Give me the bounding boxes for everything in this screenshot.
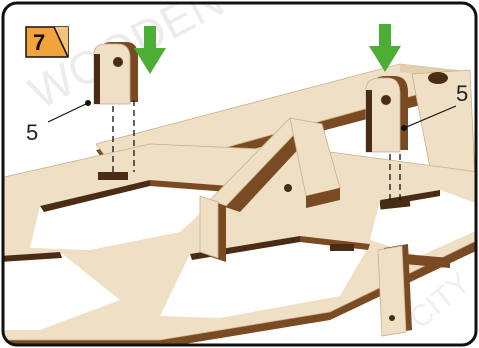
step-badge: 7 [26,27,68,57]
plate-hole [428,72,448,84]
callout-label-right: 5 [456,81,468,106]
callout-label-left: 5 [26,120,38,145]
right-bracket-part [366,76,408,152]
step-number: 7 [33,30,45,55]
